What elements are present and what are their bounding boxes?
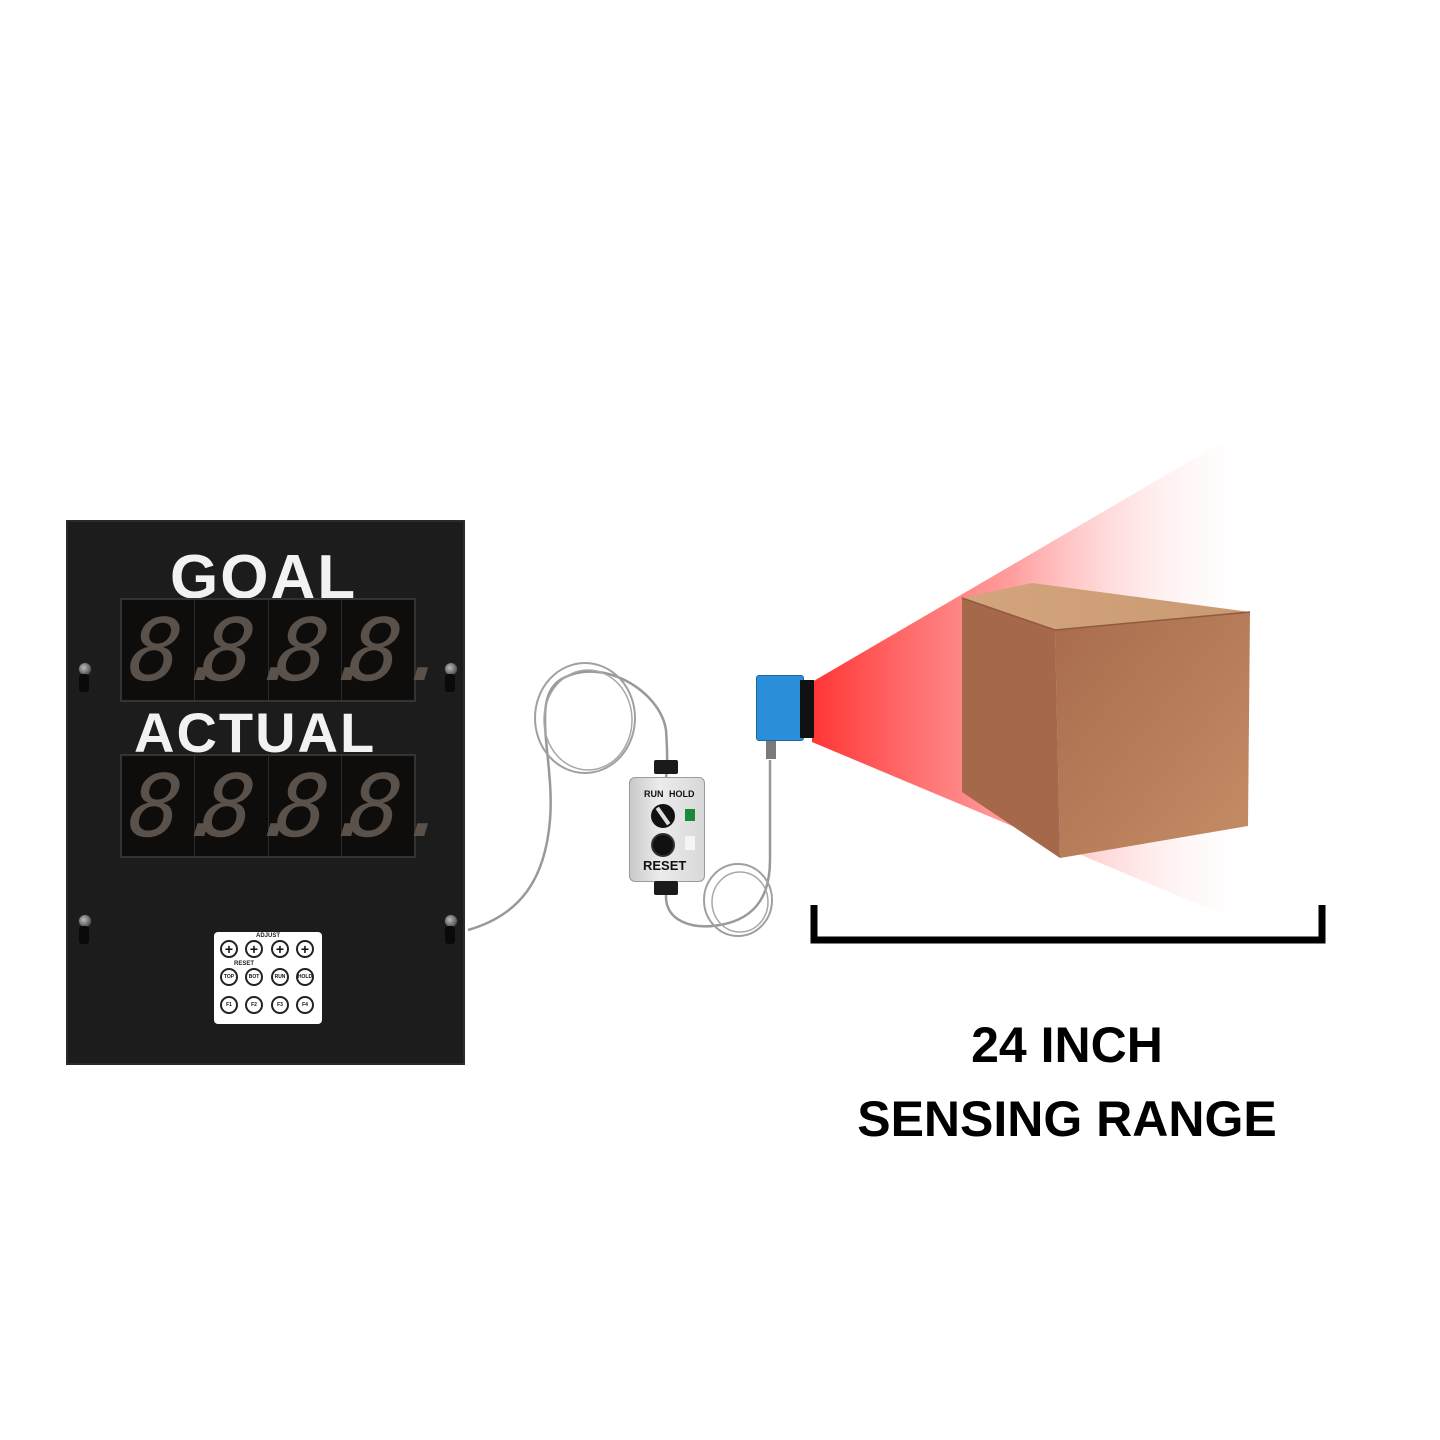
cable-board-to-control [467,670,669,932]
range-caption-line1: 24 INCH [971,1017,1163,1073]
f3-button[interactable]: F3 [271,996,289,1014]
adjust-plus-button[interactable]: + [296,940,314,958]
run-label: RUN [644,789,664,799]
keypad-reset-label: RESET [234,961,255,967]
cable-gland-bottom [654,881,678,895]
cable-gland-top [654,760,678,774]
goal-digit: 8. [197,601,313,701]
sensor-lens [800,680,814,738]
standoff-icon [445,674,455,692]
actual-digit: 8. [271,757,386,857]
adjust-plus-button[interactable]: + [271,940,289,958]
production-scoreboard: GOAL 8. 8. 8. 8. ACTUAL 8. 8. 8. 8. ADJU… [66,520,465,1065]
hold-button[interactable]: HOLD [296,968,314,986]
cardboard-box [961,583,1251,858]
goal-digit: 8. [344,601,459,701]
keypad: ADJUST + + + + RESET TOP BOT RUN HOLD F1… [214,932,322,1024]
goal-digit: 8. [271,601,386,701]
adjust-plus-button[interactable]: + [220,940,238,958]
actual-label: ACTUAL [134,701,377,764]
top-button[interactable]: TOP [220,968,238,986]
label-pad [685,836,695,850]
range-bracket [810,905,1326,944]
reset-label: RESET [643,858,687,873]
run-hold-selector-knob[interactable] [651,804,675,828]
actual-digit: 8. [197,757,313,857]
goal-display: 8. 8. 8. 8. [120,598,459,702]
actual-digit: 8. [124,757,239,857]
f4-button[interactable]: F4 [296,996,314,1014]
sensor-connector [766,741,776,759]
actual-digit: 8. [344,757,459,857]
bot-button[interactable]: BOT [245,968,263,986]
standoff-icon [79,674,89,692]
f2-button[interactable]: F2 [245,996,263,1014]
keypad-adjust-label: ADJUST [256,933,281,939]
standoff-icon [79,926,89,944]
hold-label: HOLD [669,789,695,799]
cable-coil-left [534,662,636,774]
photo-sensor [756,675,804,741]
actual-display: 8. 8. 8. 8. [120,754,459,858]
status-led-icon [685,809,695,821]
cable-coil-right [703,863,773,937]
standoff-icon [445,926,455,944]
goal-digit: 8. [124,601,239,701]
reset-pushbutton[interactable] [651,833,675,857]
cable-control-to-sensor [664,760,772,928]
range-caption-line2: SENSING RANGE [857,1091,1277,1147]
run-button[interactable]: RUN [271,968,289,986]
control-box: RUN HOLD RESET [629,777,705,882]
f1-button[interactable]: F1 [220,996,238,1014]
adjust-plus-button[interactable]: + [245,940,263,958]
